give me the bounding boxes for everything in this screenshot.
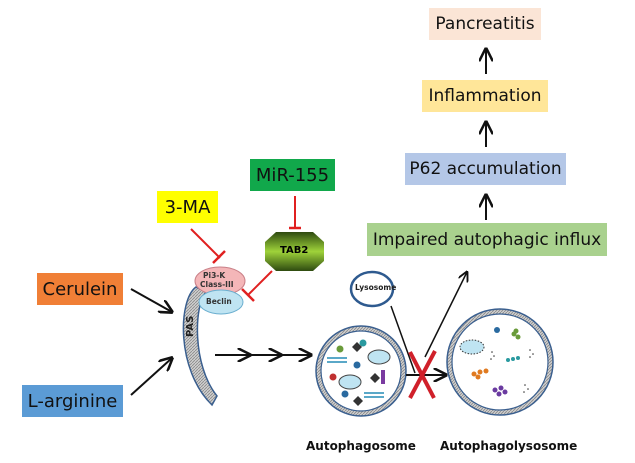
tab2-inhibit-bar bbox=[241, 288, 255, 302]
tab2-label: TAB2 bbox=[280, 245, 309, 256]
autophagosome-cargo bbox=[327, 339, 391, 406]
pas-membrane bbox=[182, 286, 218, 407]
pi3k-label-1: Pi3-K bbox=[203, 271, 226, 280]
cerulein-box: Cerulein bbox=[37, 273, 123, 305]
lysosome bbox=[349, 270, 395, 308]
l-arginine-box: L-arginine bbox=[22, 385, 123, 417]
p62-accumulation-box: P62 accumulation bbox=[405, 153, 566, 185]
beclin-label: Beclin bbox=[206, 297, 232, 306]
inflammation-box: Inflammation bbox=[422, 80, 548, 112]
pi3k-label-2: Class-III bbox=[200, 280, 234, 289]
autophagolysosome-contents bbox=[459, 327, 534, 397]
autophagolysosome-label: Autophagolysosome bbox=[440, 439, 578, 453]
lysosome-fusion-line bbox=[390, 305, 416, 374]
3ma-box: 3-MA bbox=[157, 191, 218, 223]
3ma-inhibit-line bbox=[190, 228, 221, 259]
l-arginine-arrow bbox=[130, 358, 172, 396]
tab2-inhibit-line bbox=[247, 270, 273, 296]
autophagosome-label: Autophagosome bbox=[306, 439, 416, 453]
impaired-autophagic-influx-box: Impaired autophagic influx bbox=[367, 223, 607, 256]
lysosome-label: Lysosome bbox=[355, 283, 397, 292]
block-x-icon bbox=[408, 350, 437, 399]
impaired-arrow bbox=[424, 272, 467, 358]
cerulein-arrow bbox=[130, 288, 172, 312]
mir155-box: MiR-155 bbox=[250, 159, 335, 191]
tab2-node bbox=[265, 232, 324, 271]
beclin-node bbox=[198, 289, 244, 315]
pancreatitis-box: Pancreatitis bbox=[429, 8, 541, 40]
pas-label: PAS bbox=[185, 316, 196, 337]
3ma-inhibit-bar bbox=[212, 250, 226, 264]
